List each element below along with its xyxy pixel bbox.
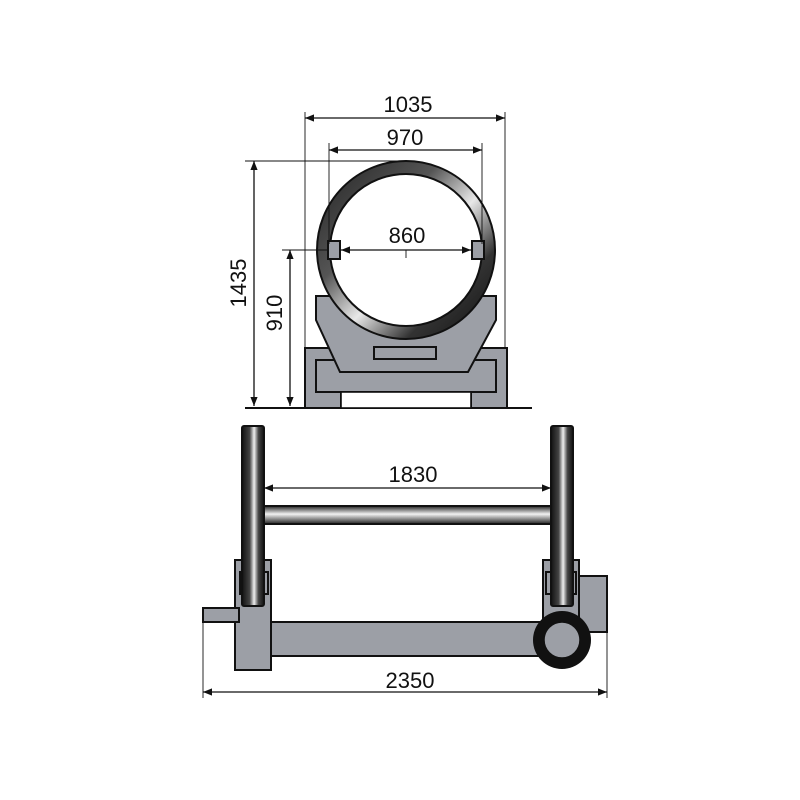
dim-inner-width: 970 xyxy=(387,125,424,150)
dim-outer-width: 1035 xyxy=(384,92,433,117)
base-slot xyxy=(340,391,472,409)
left-foot-plate xyxy=(202,607,240,623)
dim-ring-inner: 860 xyxy=(389,223,426,248)
cradle-slot xyxy=(373,346,437,360)
dim-axis-height: 910 xyxy=(262,295,287,332)
dim-total-height: 1435 xyxy=(226,259,251,308)
dim-total-length: 2350 xyxy=(386,668,435,693)
front-view: 1035 970 860 1435 910 xyxy=(226,92,532,409)
left-wheel xyxy=(241,425,265,607)
ring-clamp-left xyxy=(327,240,341,260)
roller-shaft xyxy=(263,505,552,525)
ring-clamp-right xyxy=(471,240,485,260)
right-wheel xyxy=(550,425,574,607)
top-view: 1830 2350 xyxy=(202,425,608,698)
main-beam xyxy=(234,621,566,657)
dim-roller-length: 1830 xyxy=(389,462,438,487)
trolley-wheel xyxy=(533,611,591,669)
extension-lines xyxy=(245,112,506,348)
